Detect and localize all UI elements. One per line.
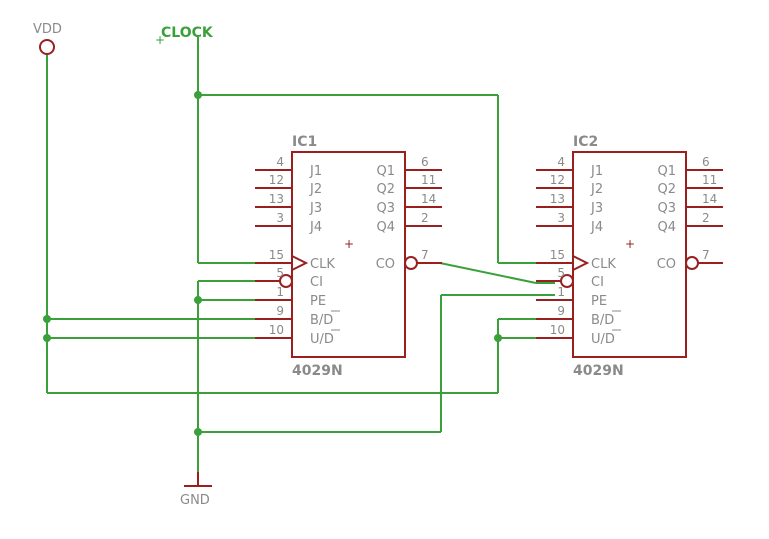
- ic1-pin-name: CI: [310, 275, 323, 290]
- ic1-pin-number: 6: [421, 155, 429, 169]
- junction-dot: [43, 334, 51, 342]
- ic2-pin-name: B/D: [591, 313, 614, 328]
- ic2-pin-name: Q1: [657, 164, 676, 179]
- gnd-label: GND: [180, 493, 210, 508]
- ic1-pin-number: 9: [276, 304, 284, 318]
- ic1-inverter-bubble-icon: [279, 274, 293, 288]
- ic2-pin-name: CO: [657, 257, 676, 272]
- ic2-pin-name: CLK: [591, 257, 616, 272]
- gnd-symbol: GND: [180, 472, 212, 508]
- ic2-clock-triangle-icon: [572, 255, 590, 271]
- ic2-origin-cross-icon: +: [625, 237, 635, 251]
- ic1-pin-name: B/D: [310, 313, 333, 328]
- ic2-pin-name: J3: [590, 201, 603, 216]
- ic2-part-label: 4029N: [573, 363, 624, 379]
- ic2-pin-number: 11: [702, 173, 717, 187]
- ic1-pin-number: 14: [421, 192, 436, 206]
- ic1-pin-number: 15: [269, 248, 284, 262]
- ic1-part-label: 4029N: [292, 363, 343, 379]
- junction-dot: [194, 296, 202, 304]
- clock-cross-icon: +: [155, 33, 165, 47]
- ic1-pin-name: Q2: [376, 182, 395, 197]
- ic2-inverter-bubble-icon: [560, 274, 574, 288]
- ic1-pin-number: 4: [276, 155, 284, 169]
- ic1-pin-number: 1: [276, 285, 284, 299]
- vdd-circle-icon: [39, 39, 55, 55]
- ic1-pin-name: J2: [309, 182, 322, 197]
- ic1-pin-number: 10: [269, 323, 284, 337]
- ic2-pin-name: CI: [591, 275, 604, 290]
- ic1-pin-number: 5: [276, 266, 284, 280]
- ic2-pin-number: 14: [702, 192, 717, 206]
- ic2-pin-number: 9: [557, 304, 565, 318]
- ic2-pin-number: 7: [702, 248, 710, 262]
- ic2-pin-number: 4: [557, 155, 565, 169]
- ic2-pin-number: 5: [557, 266, 565, 280]
- vdd-symbol: VDD: [33, 22, 62, 55]
- ic1-pin-name: Q4: [376, 220, 395, 235]
- ic2-inverter-bubble-icon: [685, 256, 699, 270]
- ic1-pin-number: 13: [269, 192, 284, 206]
- junctions: [43, 91, 502, 436]
- ic1-pin-name: CLK: [310, 257, 335, 272]
- ic1-pin-name: U/D: [310, 332, 334, 347]
- clock-label: CLOCK: [161, 25, 214, 41]
- junction-dot: [194, 428, 202, 436]
- ic2-pin-number: 3: [557, 211, 565, 225]
- ic2-pin-name: PE: [591, 294, 607, 309]
- ic2-pin-number: 12: [550, 173, 565, 187]
- ic2-body: [572, 151, 687, 358]
- ic2-pin-name: Q4: [657, 220, 676, 235]
- ic1-pin-name: J3: [309, 201, 322, 216]
- junction-dot: [43, 315, 51, 323]
- ic1-pin-number: 12: [269, 173, 284, 187]
- ic1-pin-name: J1: [309, 164, 322, 179]
- ic1-pin-name: Q3: [376, 201, 395, 216]
- wire-co-ci: [439, 262, 537, 284]
- ic2-pin-number: 15: [550, 248, 565, 262]
- ic1-pin-number: 7: [421, 248, 429, 262]
- ic2-pin-name: J1: [590, 164, 603, 179]
- ic2-ref-label: IC2: [573, 134, 598, 150]
- ic2-pin-name: Q2: [657, 182, 676, 197]
- ic1-pin-number: 11: [421, 173, 436, 187]
- ic1-pin-name: CO: [376, 257, 395, 272]
- ic2-pin-number: 1: [557, 285, 565, 299]
- ic2-pin-number: 13: [550, 192, 565, 206]
- ic1-ref-label: IC1: [292, 134, 317, 150]
- wires: [46, 37, 555, 472]
- ic2-pin-name: J4: [590, 220, 603, 235]
- ic1-pin-name: Q1: [376, 164, 395, 179]
- ic1-pin-number: 3: [276, 211, 284, 225]
- ic1-pin-number: 2: [421, 211, 429, 225]
- clock-symbol: + CLOCK: [155, 25, 214, 47]
- ic2-pin-name: J2: [590, 182, 603, 197]
- ic2-pin-number: 6: [702, 155, 710, 169]
- ic2-pin-number: 2: [702, 211, 710, 225]
- ic1-origin-cross-icon: +: [344, 237, 354, 251]
- ic1-pin-name: J4: [309, 220, 322, 235]
- junction-dot: [194, 91, 202, 99]
- ic1-inverter-bubble-icon: [404, 256, 418, 270]
- junction-dot: [494, 334, 502, 342]
- vdd-label: VDD: [33, 22, 62, 37]
- ic1-clock-triangle-icon: [291, 255, 309, 271]
- ic2-pin-name: Q3: [657, 201, 676, 216]
- ic2-pin-name: U/D: [591, 332, 615, 347]
- ic1-pin-name: PE: [310, 294, 326, 309]
- ic2-pin-number: 10: [550, 323, 565, 337]
- ic1-body: [291, 151, 406, 358]
